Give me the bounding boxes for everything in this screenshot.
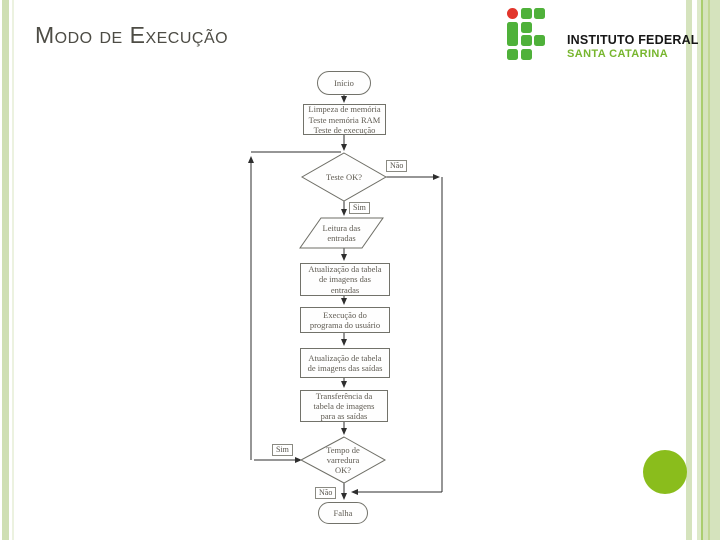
edge-label-sim-top: Sim [349, 202, 370, 214]
flow-node-tempo-varredura: Tempo de varredura OK? [326, 444, 360, 475]
flow-node-falha: Falha [318, 502, 368, 524]
accent-dot [643, 450, 687, 494]
right-edge-stripe [697, 0, 701, 540]
edge-label-nao-bottom: Não [315, 487, 337, 499]
logo-campus-name: SANTA CATARINA [567, 48, 669, 60]
right-edge-stripe [703, 0, 708, 540]
ifsc-logo: INSTITUTO FEDERAL SANTA CATARINA [505, 4, 698, 72]
logo-institution-name: INSTITUTO FEDERAL [567, 33, 699, 47]
flow-node-atualizacao-saidas: Atualização de tabela de imagens das saí… [300, 348, 390, 378]
right-edge-stripe-bright [701, 0, 703, 540]
edge-label-nao-top: Não [386, 160, 408, 172]
logo-red-dot [507, 8, 518, 19]
left-edge-stripe-faint [12, 0, 14, 540]
flow-node-atualizacao-entradas: Atualização da tabela de imagens das ent… [300, 263, 390, 296]
left-edge-stripe [2, 0, 9, 540]
page-title: Modo de Execução [35, 22, 229, 48]
ifsc-logo-mark-icon [507, 8, 545, 60]
right-edge-stripe [710, 0, 720, 540]
flow-node-execucao-programa: Execução do programa do usuário [300, 307, 390, 333]
flow-node-inicio: Início [317, 71, 371, 95]
flow-node-teste-ok: Teste OK? [326, 171, 362, 182]
flow-node-limpeza-memoria: Limpeza de memória Teste memória RAM Tes… [303, 104, 386, 135]
flow-node-leitura-entradas: Leitura das entradas [322, 222, 361, 243]
right-edge-stripe [686, 0, 692, 540]
flow-node-transferencia-saidas: Transferência da tabela de imagens para … [300, 390, 388, 422]
right-edge-stripe [708, 0, 710, 540]
edge-label-sim-left: Sim [272, 444, 293, 456]
